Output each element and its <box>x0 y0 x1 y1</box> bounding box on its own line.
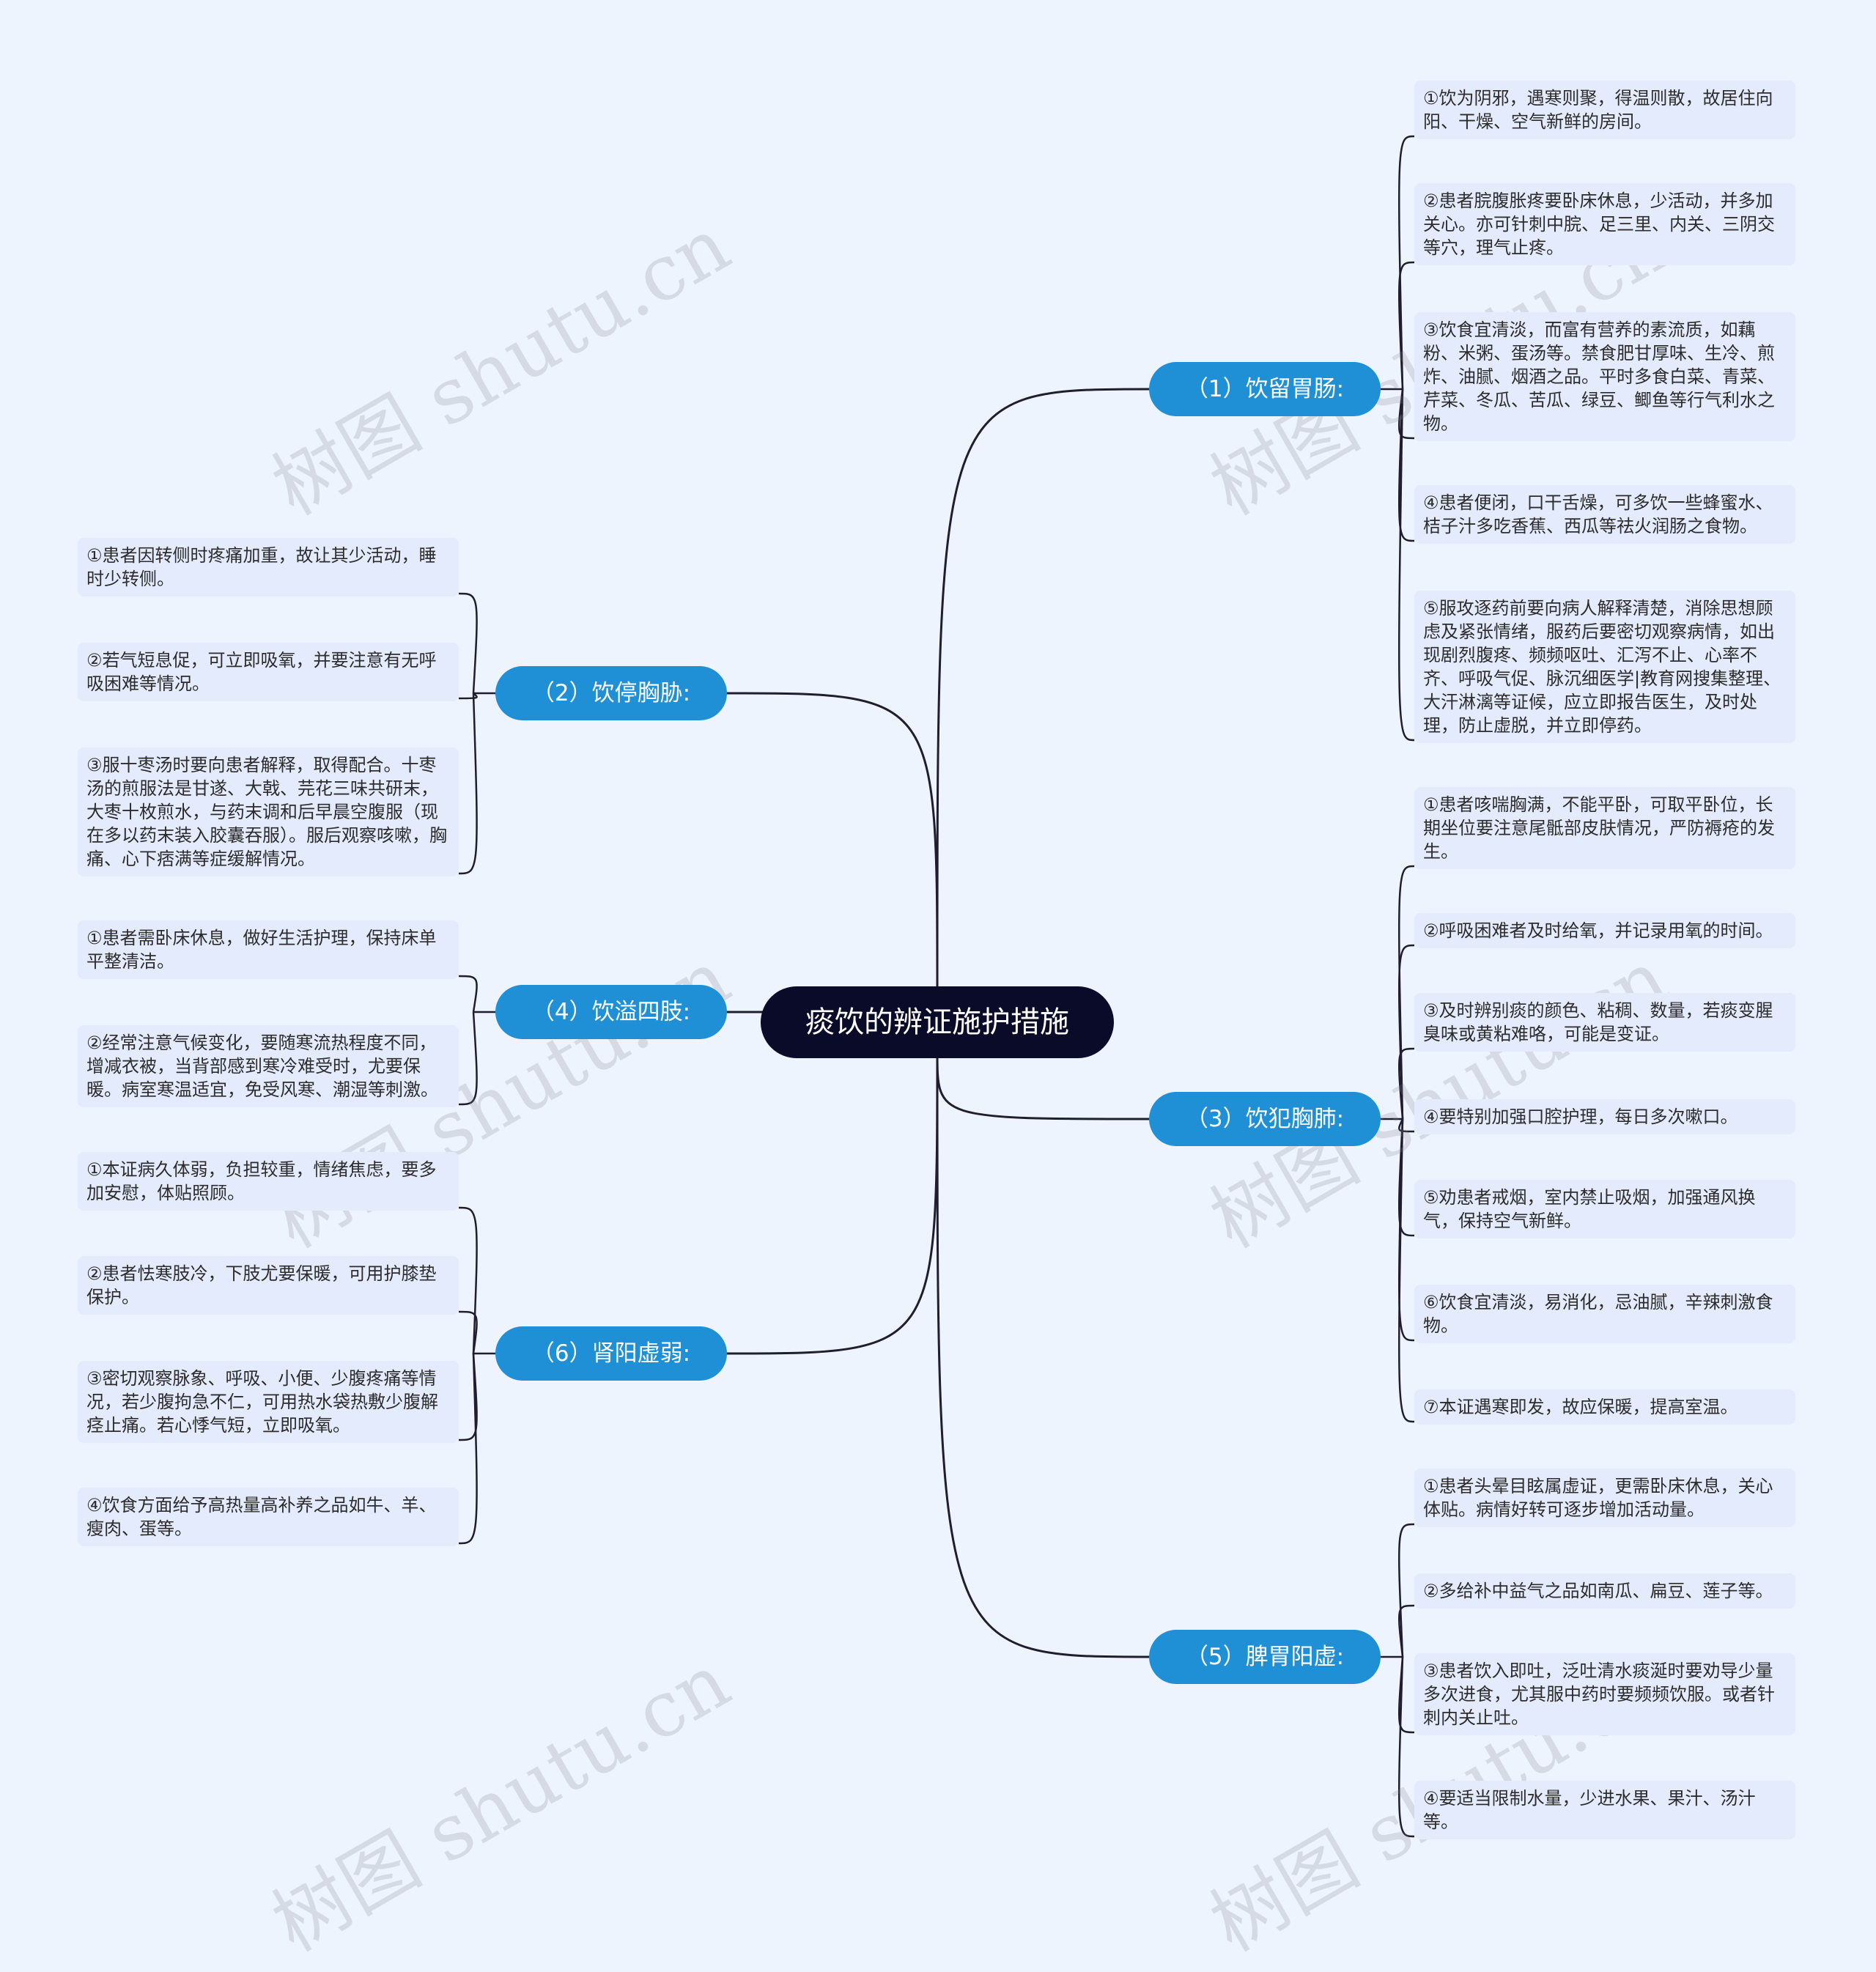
branch-topic[interactable]: （1）饮留胃肠: <box>1149 362 1381 416</box>
connector-line <box>1398 1523 1415 1658</box>
connector-line <box>1398 388 1415 440</box>
leaf-topic[interactable]: ②若气短息促，可立即吸氧，并要注意有无呼吸困难等情况。 <box>78 643 459 701</box>
leaf-topic[interactable]: ③患者饮入即吐，泛吐清水痰涎时要劝导少量多次进食，尤其服中药时要频频饮服。或者针… <box>1414 1653 1795 1735</box>
leaf-topic[interactable]: ④要特别加强口腔护理，每日多次嗽口。 <box>1414 1099 1795 1134</box>
leaf-topic[interactable]: ③密切观察脉象、呼吸、小便、少腹疼痛等情况，若少腹拘急不仁，可用热水袋热敷少腹解… <box>78 1361 459 1443</box>
connector-line <box>458 975 478 1013</box>
connector-line <box>1397 388 1415 742</box>
leaf-topic[interactable]: ⑥饮食宜清淡，易消化，忌油腻，辛辣刺激食物。 <box>1414 1285 1795 1343</box>
leaf-topic[interactable]: ②患者脘腹胀疼要卧床休息，少活动，并多加关心。亦可针刺中脘、足三里、内关、三阴交… <box>1414 183 1795 265</box>
root-topic[interactable]: 痰饮的辨证施护措施 <box>761 986 1114 1058</box>
connector-line <box>1397 1047 1415 1120</box>
leaf-topic[interactable]: ⑤劝患者戒烟，室内禁止吸烟，加强通风换气，保持空气新鲜。 <box>1414 1180 1795 1238</box>
connector-line <box>936 388 1150 993</box>
leaf-topic[interactable]: ①患者因转侧时疼痛加重，故让其少活动，睡时少转侧。 <box>78 538 459 597</box>
connector-line <box>458 693 478 700</box>
leaf-topic[interactable]: ④饮食方面给予高热量高补养之品如牛、羊、瘦肉、蛋等。 <box>78 1488 459 1546</box>
leaf-topic[interactable]: ②呼吸困难者及时给氧，并记录用氧的时间。 <box>1414 913 1795 948</box>
connector-line <box>726 1052 939 1355</box>
connector-line <box>458 1310 478 1354</box>
connector-line <box>1397 135 1415 390</box>
connector-line <box>458 1353 478 1545</box>
connector-line <box>458 1206 478 1354</box>
connector-line <box>1398 261 1415 390</box>
leaf-topic[interactable]: ②经常注意气候变化，要随寒流热程度不同，增减衣被，当背部感到寒冷难受时，尤要保暖… <box>78 1025 459 1107</box>
connector-line <box>1397 1656 1415 1838</box>
connector-line <box>458 693 478 875</box>
branch-topic[interactable]: （5）脾胃阳虚: <box>1149 1630 1381 1684</box>
connector-line <box>1398 1604 1415 1658</box>
leaf-topic[interactable]: ②患者怯寒肢冷，下肢尤要保暖，可用护膝垫保护。 <box>78 1256 459 1315</box>
connector-line <box>936 1052 1150 1120</box>
connector-line <box>726 692 939 993</box>
connector-line <box>936 1052 1150 1658</box>
branch-topic[interactable]: （6）肾阳虚弱: <box>495 1326 727 1381</box>
leaf-topic[interactable]: ①患者咳喘胸满，不能平卧，可取平卧位，长期坐位要注意尾骶部皮肤情况，严防褥疮的发… <box>1414 787 1795 869</box>
leaf-topic[interactable]: ⑦本证遇寒即发，故应保暖，提高室温。 <box>1414 1389 1795 1425</box>
leaf-topic[interactable]: ⑤服攻逐药前要向病人解释清楚，消除思想顾虑及紧张情绪，服药后要密切观察病情，如出… <box>1414 591 1795 743</box>
branch-topic[interactable]: （3）饮犯胸肺: <box>1149 1092 1381 1146</box>
leaf-topic[interactable]: ②多给补中益气之品如南瓜、扁豆、莲子等。 <box>1414 1573 1795 1609</box>
leaf-topic[interactable]: ①本证病久体弱，负担较重，情绪焦虑，要多加安慰，体贴照顾。 <box>78 1152 459 1211</box>
connector-line <box>458 592 478 694</box>
leaf-topic[interactable]: ③服十枣汤时要向患者解释，取得配合。十枣汤的煎服法是甘遂、大戟、芫花三味共研末，… <box>78 747 459 876</box>
leaf-topic[interactable]: ①患者需卧床休息，做好生活护理，保持床单平整清洁。 <box>78 920 459 979</box>
leaf-topic[interactable]: ④患者便闭，口干舌燥，可多饮一些蜂蜜水、桔子汁多吃香蕉、西瓜等祛火润肠之食物。 <box>1414 485 1795 544</box>
connector-line <box>1397 1118 1415 1423</box>
connector-line <box>1397 944 1415 1120</box>
connector-line <box>458 1011 478 1106</box>
leaf-topic[interactable]: ④要适当限制水量，少进水果、果汁、汤汁等。 <box>1414 1781 1795 1839</box>
branch-topic[interactable]: （2）饮停胸胁: <box>495 666 727 720</box>
leaf-topic[interactable]: ③及时辨别痰的颜色、粘稠、数量，若痰变腥臭味或黄粘难咯，可能是变证。 <box>1414 993 1795 1052</box>
leaf-topic[interactable]: ①饮为阴邪，遇寒则聚，得温则散，故居住向阳、干燥、空气新鲜的房间。 <box>1414 81 1795 139</box>
branch-topic[interactable]: （4）饮溢四肢: <box>495 985 727 1039</box>
connector-line <box>1397 1118 1415 1133</box>
leaf-topic[interactable]: ③饮食宜清淡，而富有营养的素流质，如藕粉、米粥、蛋汤等。禁食肥甘厚味、生冷、煎炸… <box>1414 312 1795 441</box>
leaf-topic[interactable]: ①患者头晕目眩属虚证，更需卧床休息，关心体贴。病情好转可逐步增加活动量。 <box>1414 1469 1795 1527</box>
